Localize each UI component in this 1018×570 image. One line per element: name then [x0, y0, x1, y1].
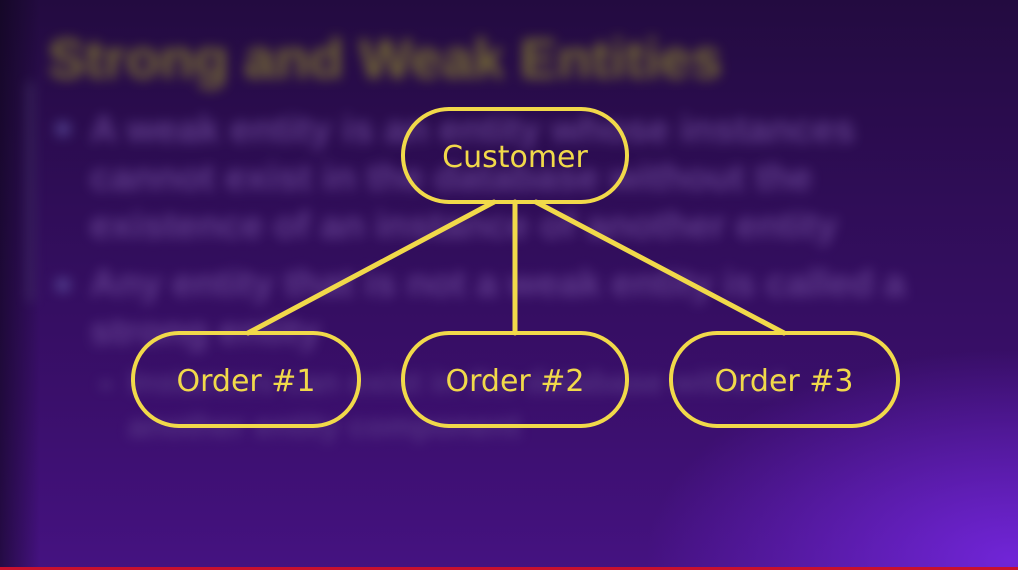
node-order-2-outline — [401, 331, 629, 428]
node-order-3: Order #3 — [669, 331, 900, 428]
node-order-3-label: Order #3 — [714, 364, 853, 399]
slide-title: Strong and Weak Entities — [48, 27, 723, 90]
bullet-marker-2 — [56, 278, 70, 292]
connector-customer-order-3 — [533, 199, 787, 336]
node-order-1: Order #1 — [131, 331, 361, 428]
connector-customer-order-1 — [245, 199, 497, 336]
node-order-2: Order #2 — [401, 331, 629, 428]
bullet-text-1: A weak entity is an entity whose instanc… — [90, 109, 856, 247]
left-rule — [28, 82, 33, 302]
node-customer: Customer — [401, 107, 629, 204]
node-order-2-label: Order #2 — [445, 364, 584, 399]
node-customer-label: Customer — [442, 140, 588, 175]
node-order-3-outline — [669, 331, 900, 428]
node-order-1-label: Order #1 — [176, 364, 315, 399]
node-order-1-outline — [131, 331, 361, 428]
progress-bar — [0, 567, 1018, 570]
bullet-marker-1 — [56, 122, 70, 136]
sub-bullet-marker — [100, 382, 112, 388]
node-customer-outline — [401, 107, 629, 204]
